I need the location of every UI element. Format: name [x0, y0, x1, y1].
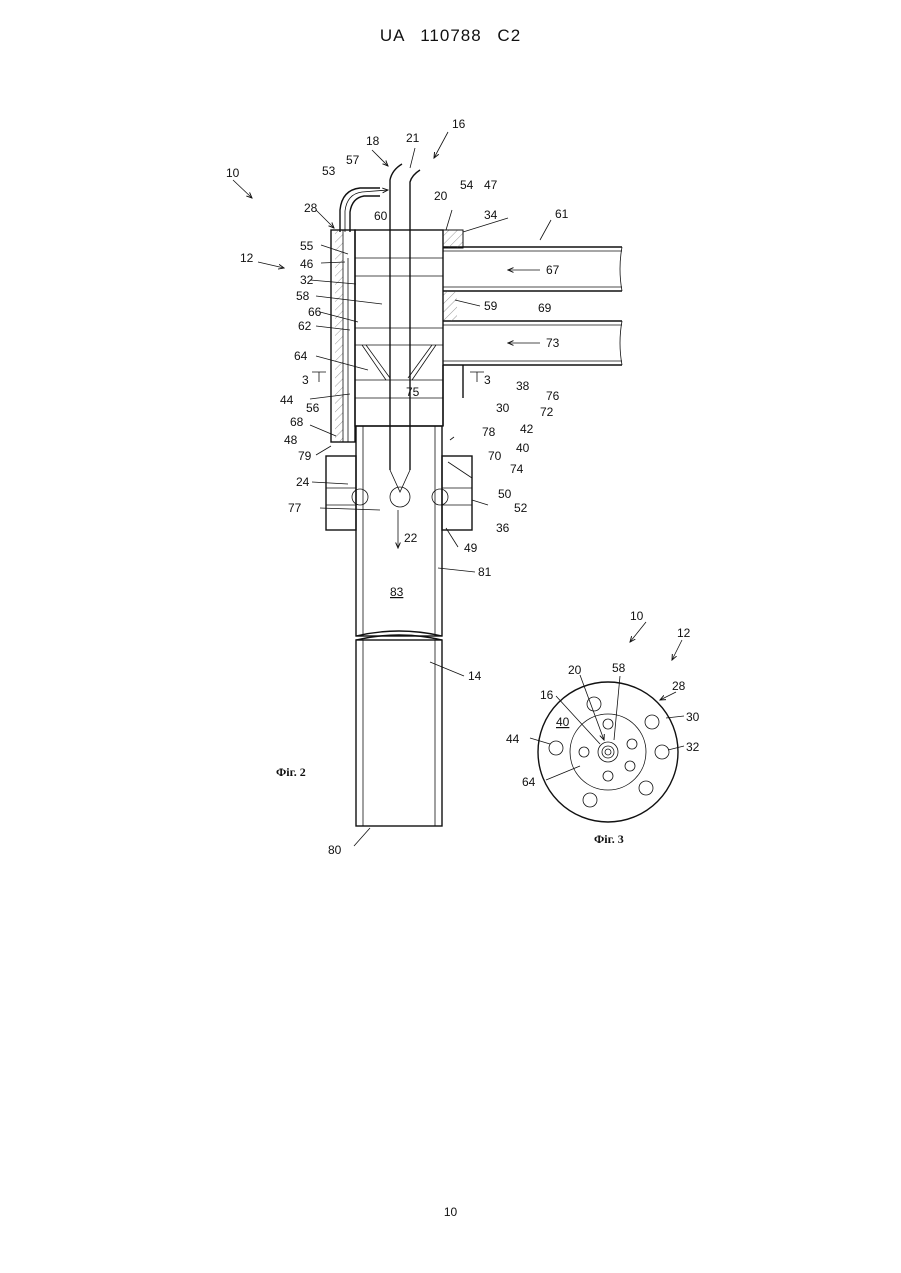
fig3-label-44: 44	[506, 732, 520, 746]
label-78: 78	[482, 425, 496, 439]
label-52: 52	[514, 501, 528, 515]
label-70: 70	[488, 449, 502, 463]
label-46: 46	[300, 257, 314, 271]
label-56: 56	[306, 401, 320, 415]
label-53: 53	[322, 164, 336, 178]
fig3-label-20: 20	[568, 663, 582, 677]
label-21: 21	[406, 131, 420, 145]
label-68: 68	[290, 415, 304, 429]
label-57: 57	[346, 153, 360, 167]
label-73: 73	[546, 336, 560, 350]
label-3-right: 3	[484, 373, 491, 387]
label-69: 69	[538, 301, 552, 315]
label-44: 44	[280, 393, 294, 407]
fig3-label-58: 58	[612, 661, 626, 675]
figure-3: 10 12 20 58 28 16 30 40 44 32 64 Фіг. 3	[506, 609, 700, 846]
label-49: 49	[464, 541, 478, 555]
label-24: 24	[296, 475, 310, 489]
label-47: 47	[484, 178, 498, 192]
label-60: 60	[374, 209, 388, 223]
holes-inner	[579, 719, 637, 781]
label-55: 55	[300, 239, 314, 253]
fig3-label-12: 12	[677, 626, 691, 640]
label-75: 75	[406, 385, 420, 399]
label-74: 74	[510, 462, 524, 476]
inlet-pipe-61	[443, 247, 622, 291]
fig3-label-32: 32	[686, 740, 700, 754]
label-40: 40	[516, 441, 530, 455]
fig3-label-10: 10	[630, 609, 644, 623]
label-58: 58	[296, 289, 310, 303]
label-67: 67	[546, 263, 560, 277]
section-marker-icon	[312, 372, 326, 382]
label-28: 28	[304, 201, 318, 215]
label-66: 66	[308, 305, 322, 319]
label-16: 16	[452, 117, 466, 131]
label-79: 79	[298, 449, 312, 463]
label-42: 42	[520, 422, 534, 436]
label-61: 61	[555, 207, 569, 221]
bolt-holes-outer	[549, 697, 669, 807]
fig3-label-64: 64	[522, 775, 536, 789]
clamp-50	[326, 456, 472, 530]
label-36: 36	[496, 521, 510, 535]
lower-tube-14	[356, 426, 442, 826]
label-32: 32	[300, 273, 314, 287]
label-10: 10	[226, 166, 240, 180]
label-80: 80	[328, 843, 342, 857]
label-14: 14	[468, 669, 482, 683]
label-48: 48	[284, 433, 298, 447]
label-77: 77	[288, 501, 302, 515]
label-22: 22	[404, 531, 418, 545]
section-marker-icon	[470, 372, 484, 382]
label-54: 54	[460, 178, 474, 192]
label-20: 20	[434, 189, 448, 203]
label-59: 59	[484, 299, 498, 313]
label-81: 81	[478, 565, 492, 579]
label-76: 76	[546, 389, 560, 403]
fig3-label-16: 16	[540, 688, 554, 702]
fig3-label-30: 30	[686, 710, 700, 724]
label-30: 30	[496, 401, 510, 415]
label-18: 18	[366, 134, 380, 148]
fig2-caption: Фіг. 2	[276, 765, 306, 779]
page-number: 10	[0, 1205, 901, 1219]
fig3-caption: Фіг. 3	[594, 832, 624, 846]
label-62: 62	[298, 319, 312, 333]
fig3-label-40: 40	[556, 715, 570, 729]
mixer-body	[331, 230, 463, 442]
label-72: 72	[540, 405, 554, 419]
label-38: 38	[516, 379, 530, 393]
label-83: 83	[390, 585, 404, 599]
label-34: 34	[484, 208, 498, 222]
label-12: 12	[240, 251, 254, 265]
label-64: 64	[294, 349, 308, 363]
label-3-left: 3	[302, 373, 309, 387]
fig3-label-28: 28	[672, 679, 686, 693]
label-50: 50	[498, 487, 512, 501]
